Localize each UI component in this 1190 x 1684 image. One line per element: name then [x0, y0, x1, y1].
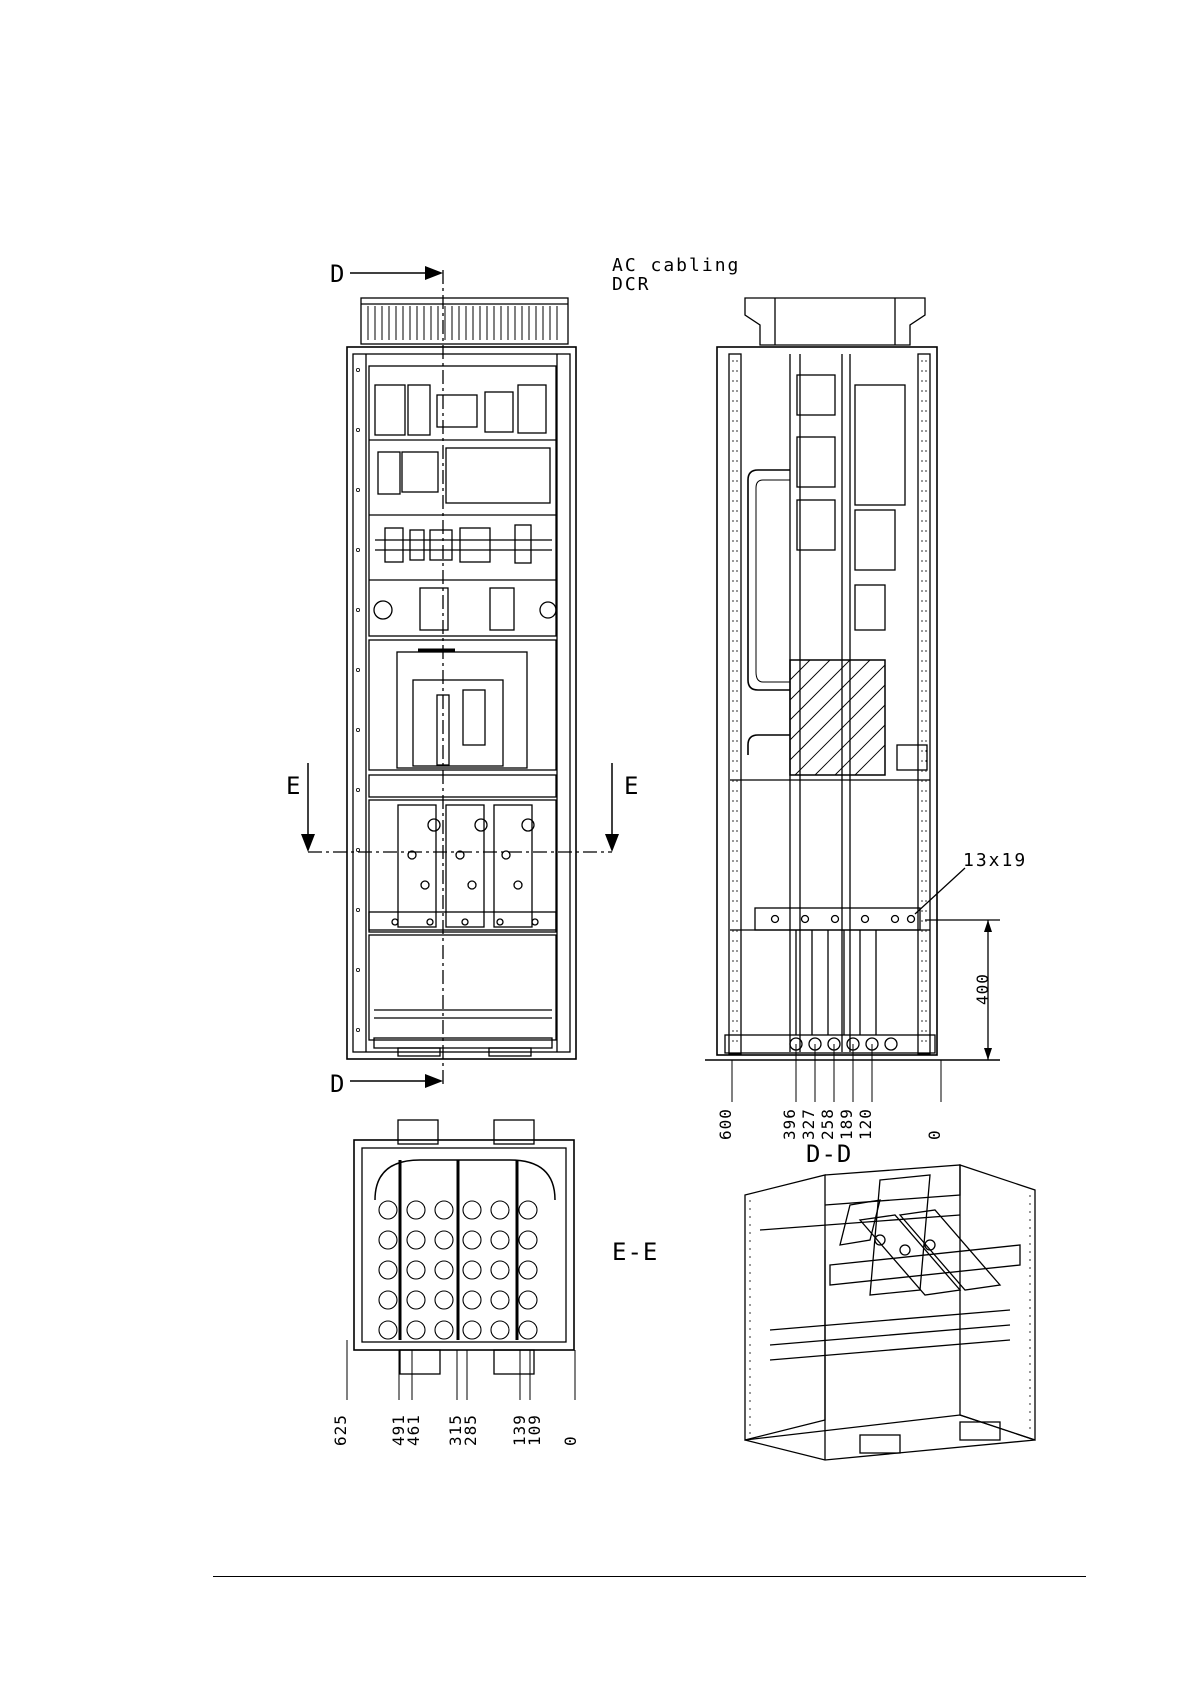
- note-dcr: DCR: [612, 276, 651, 294]
- side-dim-120: 120: [858, 1108, 874, 1140]
- height-dimension-label: 400: [975, 973, 991, 1005]
- footer-rule: [213, 1576, 1086, 1577]
- ee-dim-461: 461: [406, 1414, 422, 1446]
- side-dim-327: 327: [801, 1108, 817, 1140]
- section-dd-view: [745, 1165, 1035, 1460]
- side-dim-258: 258: [820, 1108, 836, 1140]
- side-dim-0: 0: [927, 1129, 943, 1140]
- side-view: [705, 298, 1000, 1102]
- section-label-dd: D-D: [806, 1142, 852, 1166]
- section-label-e-left: E: [286, 774, 301, 798]
- section-label-d-bottom: D: [330, 1072, 345, 1096]
- side-dim-600: 600: [718, 1108, 734, 1140]
- note-ac-cabling: AC cabling: [612, 257, 740, 275]
- section-label-ee: E-E: [612, 1240, 658, 1264]
- section-ee-view: [347, 1120, 575, 1400]
- hole-size-label: 13x19: [963, 852, 1027, 870]
- section-label-e-right: E: [624, 774, 639, 798]
- ee-dim-109: 109: [527, 1414, 543, 1446]
- ee-dim-625: 625: [333, 1414, 349, 1446]
- front-view: [301, 266, 619, 1088]
- side-dim-396: 396: [782, 1108, 798, 1140]
- ee-dim-285: 285: [463, 1414, 479, 1446]
- ee-dim-0: 0: [563, 1435, 579, 1446]
- section-label-d-top: D: [330, 262, 345, 286]
- side-dim-189: 189: [839, 1108, 855, 1140]
